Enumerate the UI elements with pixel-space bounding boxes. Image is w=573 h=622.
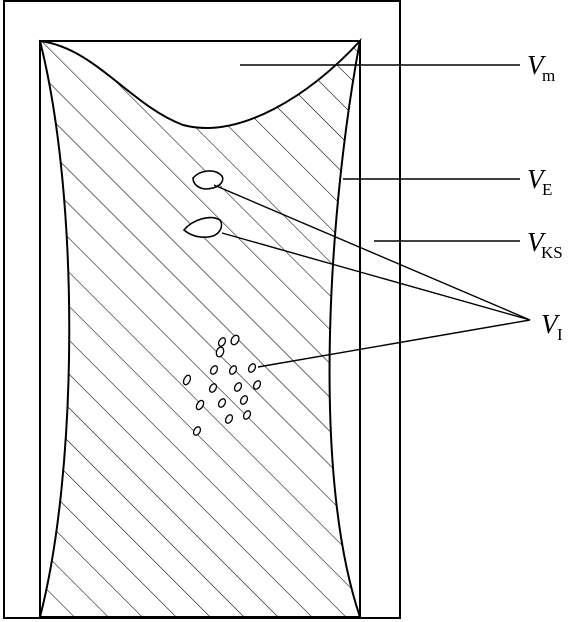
porosity-cluster [182, 334, 262, 436]
ingot-body [38, 37, 362, 618]
label-vm: V m [527, 50, 555, 85]
svg-text:E: E [542, 180, 552, 199]
leader-vi-lower-void [221, 232, 531, 321]
label-vks: V KS [527, 227, 563, 262]
leader-vi-upper-void [213, 184, 531, 321]
leader-lines [213, 64, 531, 368]
svg-text:V: V [527, 50, 547, 80]
void-group [182, 170, 262, 436]
label-ve: V E [527, 164, 552, 199]
svg-text:m: m [542, 66, 555, 85]
label-vi: V I [541, 309, 563, 344]
void-large-upper [192, 170, 224, 190]
leader-vi-porosity [257, 319, 531, 368]
svg-text:V: V [527, 164, 547, 194]
void-large-lower [182, 216, 223, 238]
svg-text:V: V [527, 227, 547, 257]
svg-text:KS: KS [541, 243, 563, 262]
svg-text:V: V [541, 309, 561, 339]
svg-text:I: I [557, 325, 563, 344]
